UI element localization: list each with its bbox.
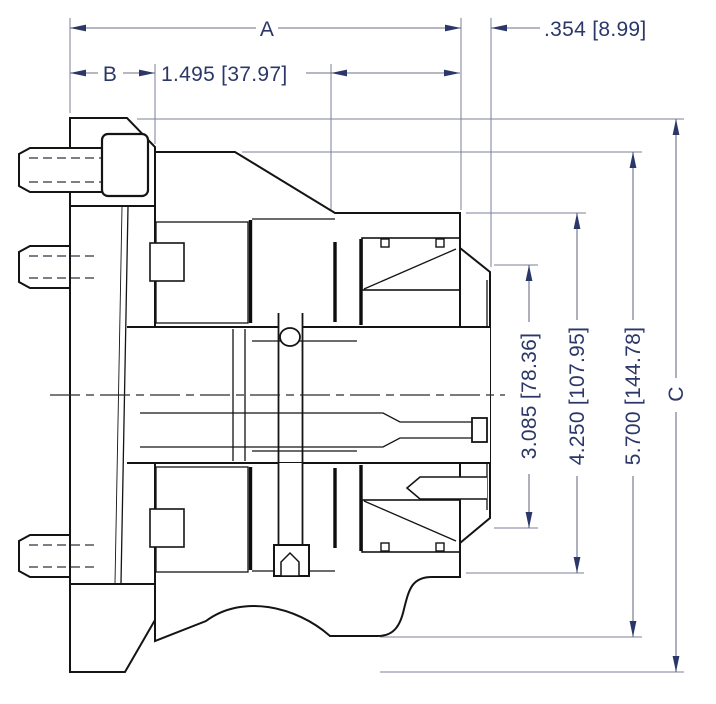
main-housing-section [154,151,461,643]
dimension-3085: 3.085 [78.36] [518,265,541,528]
flange-recess-upper [149,242,185,282]
dimension-3085-label: 3.085 [78.36] [518,333,541,460]
assembly-bolt [273,313,310,577]
dimension-5700: 5.700 [144.78] [622,152,645,637]
mounting-studs [18,132,150,578]
dimension-1495: 1.495 [37.97] [161,63,460,86]
cavities [149,242,487,548]
dimension-4250: 4.250 [107.95] [566,213,589,573]
bolt-spotface [279,327,301,347]
retainer-clip [435,542,445,552]
bearing-cone-upper [363,248,457,290]
spline-lower [140,437,472,448]
stud-top [18,147,104,193]
dimension-4250-label: 4.250 [107.95] [566,327,589,466]
drain-port [405,476,487,500]
dimension-b: B [70,63,155,86]
retainer-clip [380,542,390,552]
dimension-1495-label: 1.495 [37.97] [161,63,288,86]
housing-body [154,151,461,643]
bolt-head-hex [280,551,300,577]
bearing-race-lower [361,499,461,553]
stud-nut [100,132,150,198]
flange-bottom-block [69,583,156,673]
shaft-retainer [471,417,488,443]
dimension-354-label: .354 [8.99] [544,18,647,41]
dimension-c-label: C [665,386,688,401]
bearing-cone-lower [363,500,457,542]
bearing-race-upper [361,237,461,291]
dimension-a-label: A [260,18,274,41]
retainer-clip [435,238,445,248]
flange-recess-lower [149,508,185,548]
retainer-clip [380,238,390,248]
spline-upper [140,412,472,423]
dimension-b-label: B [103,63,117,86]
stud-middle [18,245,71,289]
dimension-c: C [665,119,688,672]
stud-bottom [18,534,71,578]
dimension-5700-label: 5.700 [144.78] [622,327,645,466]
dimension-354: .354 [8.99] [491,18,647,41]
dimension-a: A [70,18,461,41]
extension-lines [69,18,684,673]
